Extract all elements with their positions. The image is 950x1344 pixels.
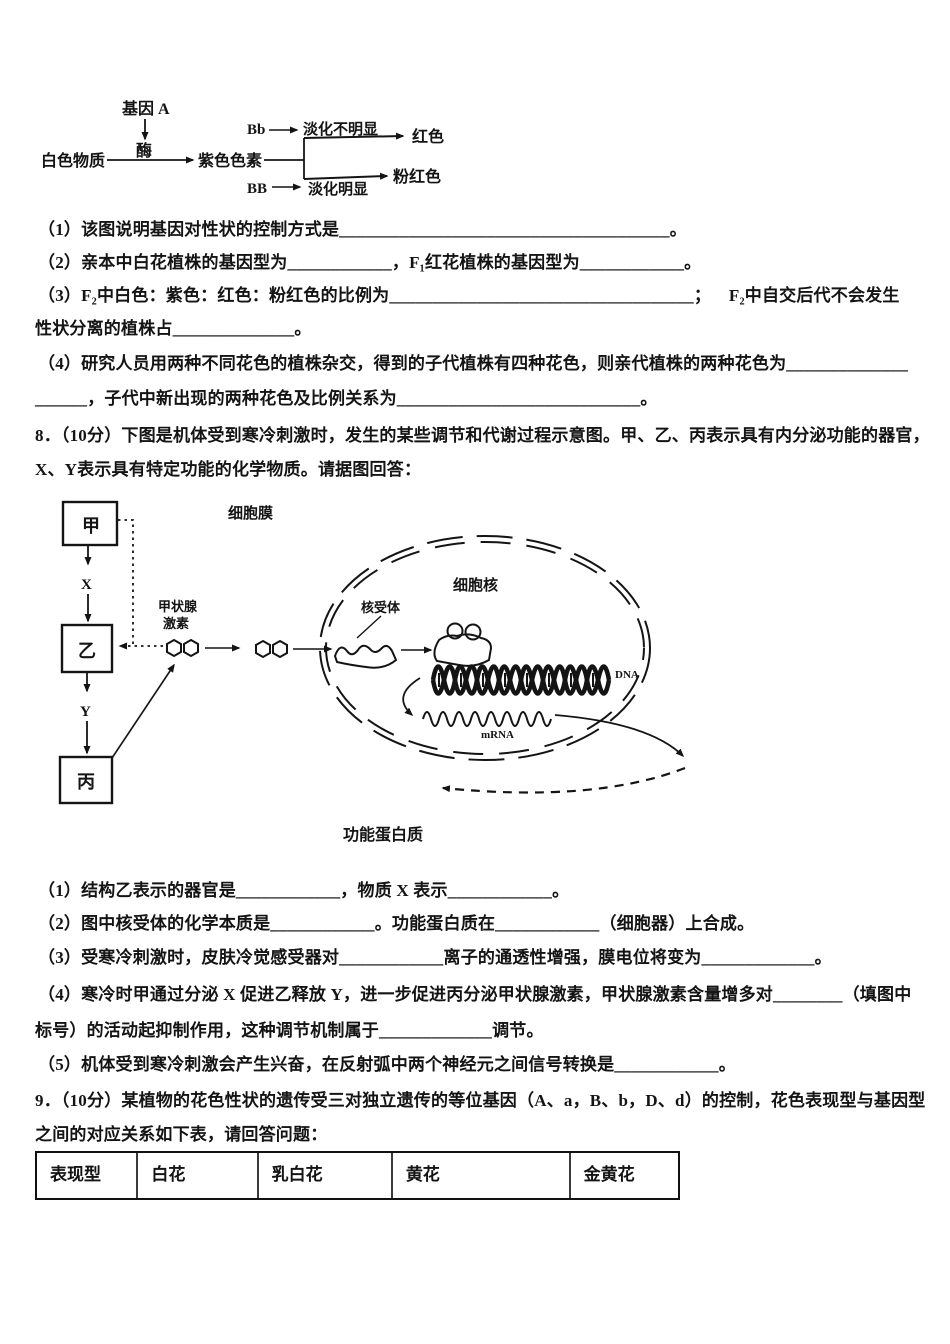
q8-item2: （2）图中核受体的化学本质是____________。功能蛋白质在_______… [38, 914, 755, 933]
enzyme-label: 酶 [136, 141, 152, 160]
q7-item4-line1: （4）研究人员用两种不同花色的植株杂交，得到的子代植株有四种花色，则亲代植株的两… [38, 354, 909, 373]
q7-item3-line2: 性状分离的植株占______________。 [35, 319, 312, 338]
dna-label: DNA [615, 669, 639, 681]
q8-item5: （5）机体受到寒冷刺激会产生兴奋，在反射弧中两个神经元之间信号转换是______… [38, 1055, 736, 1074]
nuclear-receptor-label: 核受体 [361, 600, 401, 615]
q9-intro-line1: 9．（10分）某植物的花色性状的遗传受三对独立遗传的等位基因（A、a，B、b，D… [35, 1091, 926, 1110]
q8-item3: （3）受寒冷刺激时，皮肤冷觉感受器对____________离子的通透性增强，膜… [38, 948, 832, 967]
phenotype-table: 表现型 白花 乳白花 黄花 金黄花 [35, 1151, 680, 1200]
organ-bing-box [58, 755, 114, 805]
organ-jia-label: 甲 [82, 516, 100, 536]
translation-dashed-arrow [441, 766, 686, 794]
q8-item4-line2: 标号）的活动起抑制作用，这种调节机制属于_____________调节。 [35, 1021, 544, 1040]
hormone-receptor-complex [433, 622, 493, 667]
cold-regulation-diagram: 甲 X 乙 Y 丙 甲状腺 激素 细胞膜 [58, 500, 686, 844]
upper-branch-line [303, 132, 405, 140]
mrna-export-line [554, 714, 685, 758]
q7-item2: （2）亲本中白花植株的基因型为____________，F₁红花植株的基因型为_… [38, 253, 702, 272]
bing-secretes-hormone-arrow [111, 663, 175, 759]
phenotype-table-cell-yellow: 黄花 [393, 1153, 571, 1198]
white-substance-label: 白色物质 [41, 151, 105, 170]
phenotype-table-header: 表现型 [37, 1153, 139, 1198]
q8-intro-line2: X、Y表示具有特定功能的化学物质。请据图回答： [35, 460, 422, 479]
cell-membrane-label: 细胞膜 [228, 504, 273, 522]
receptor-pointer-line [356, 615, 382, 639]
functional-protein-label: 功能蛋白质 [343, 825, 423, 844]
organ-yi-label: 乙 [78, 641, 96, 661]
nuclear-receptor-shape [333, 644, 398, 669]
dna-helix [430, 664, 612, 696]
substance-x-label: X [81, 577, 92, 593]
gene-a-label: 基因 A [121, 99, 170, 118]
q7-item1: （1）该图说明基因对性状的控制方式是______________________… [38, 220, 687, 239]
genetics-flow-diagram: 基因 A 酶 白色物质 紫色色素 Bb 淡化不明显 红色 粉红色 BB 淡化明显 [41, 99, 444, 198]
thyroid-hormone-label-line2: 激素 [163, 616, 189, 631]
thyroid-hormone-label-line1: 甲状腺 [158, 599, 198, 614]
purple-pigment-label: 紫色色素 [198, 151, 262, 170]
lower-branch-line [303, 172, 389, 180]
q8-item1: （1）结构乙表示的器官是____________，物质 X 表示________… [38, 881, 570, 900]
phenotype-table-cell-golden: 金黄花 [583, 1165, 635, 1184]
nucleus-label: 细胞核 [453, 576, 498, 594]
q7-item3-line1: （3）F₂中白色：紫色：红色：粉红色的比例为__________________… [38, 286, 900, 305]
organ-bing-label: 丙 [77, 772, 95, 792]
phenotype-table-cell-white: 白花 [138, 1153, 259, 1198]
red-label: 红色 [412, 127, 444, 146]
thyroid-hormone-molecules-2 [255, 639, 288, 659]
transcription-arrow [402, 677, 421, 717]
q8-intro-line1: 8．（10分）下图是机体受到寒冷刺激时，发生的某些调节和代谢过程示意图。甲、乙、… [35, 426, 930, 445]
fade-obvious-label: 淡化明显 [308, 180, 368, 198]
organ-jia-box [61, 500, 119, 547]
fade-not-obvious-label: 淡化不明显 [303, 120, 378, 138]
q8-item4-line1: （4）寒冷时甲通过分泌 X 促进乙释放 Y，进一步促进丙分泌甲状腺激素，甲状腺激… [38, 985, 912, 1004]
mrna-wave [422, 711, 552, 727]
bb-homo-label: BB [247, 181, 267, 197]
q9-intro-line2: 之间的对应关系如下表，请回答问题： [35, 1125, 328, 1144]
bb-hetero-label: Bb [247, 122, 265, 138]
thyroid-hormone-molecules-1 [166, 638, 199, 658]
substance-y-label: Y [80, 704, 91, 720]
pink-label: 粉红色 [393, 167, 441, 186]
q7-item4-line2: ______，子代中新出现的两种花色及比例关系为________________… [35, 389, 658, 408]
phenotype-table-cell-milkwhite: 乳白花 [259, 1153, 393, 1198]
nuclear-envelope [319, 535, 651, 761]
feedback-dashed-path [118, 519, 134, 646]
mrna-label: mRNA [481, 729, 514, 741]
